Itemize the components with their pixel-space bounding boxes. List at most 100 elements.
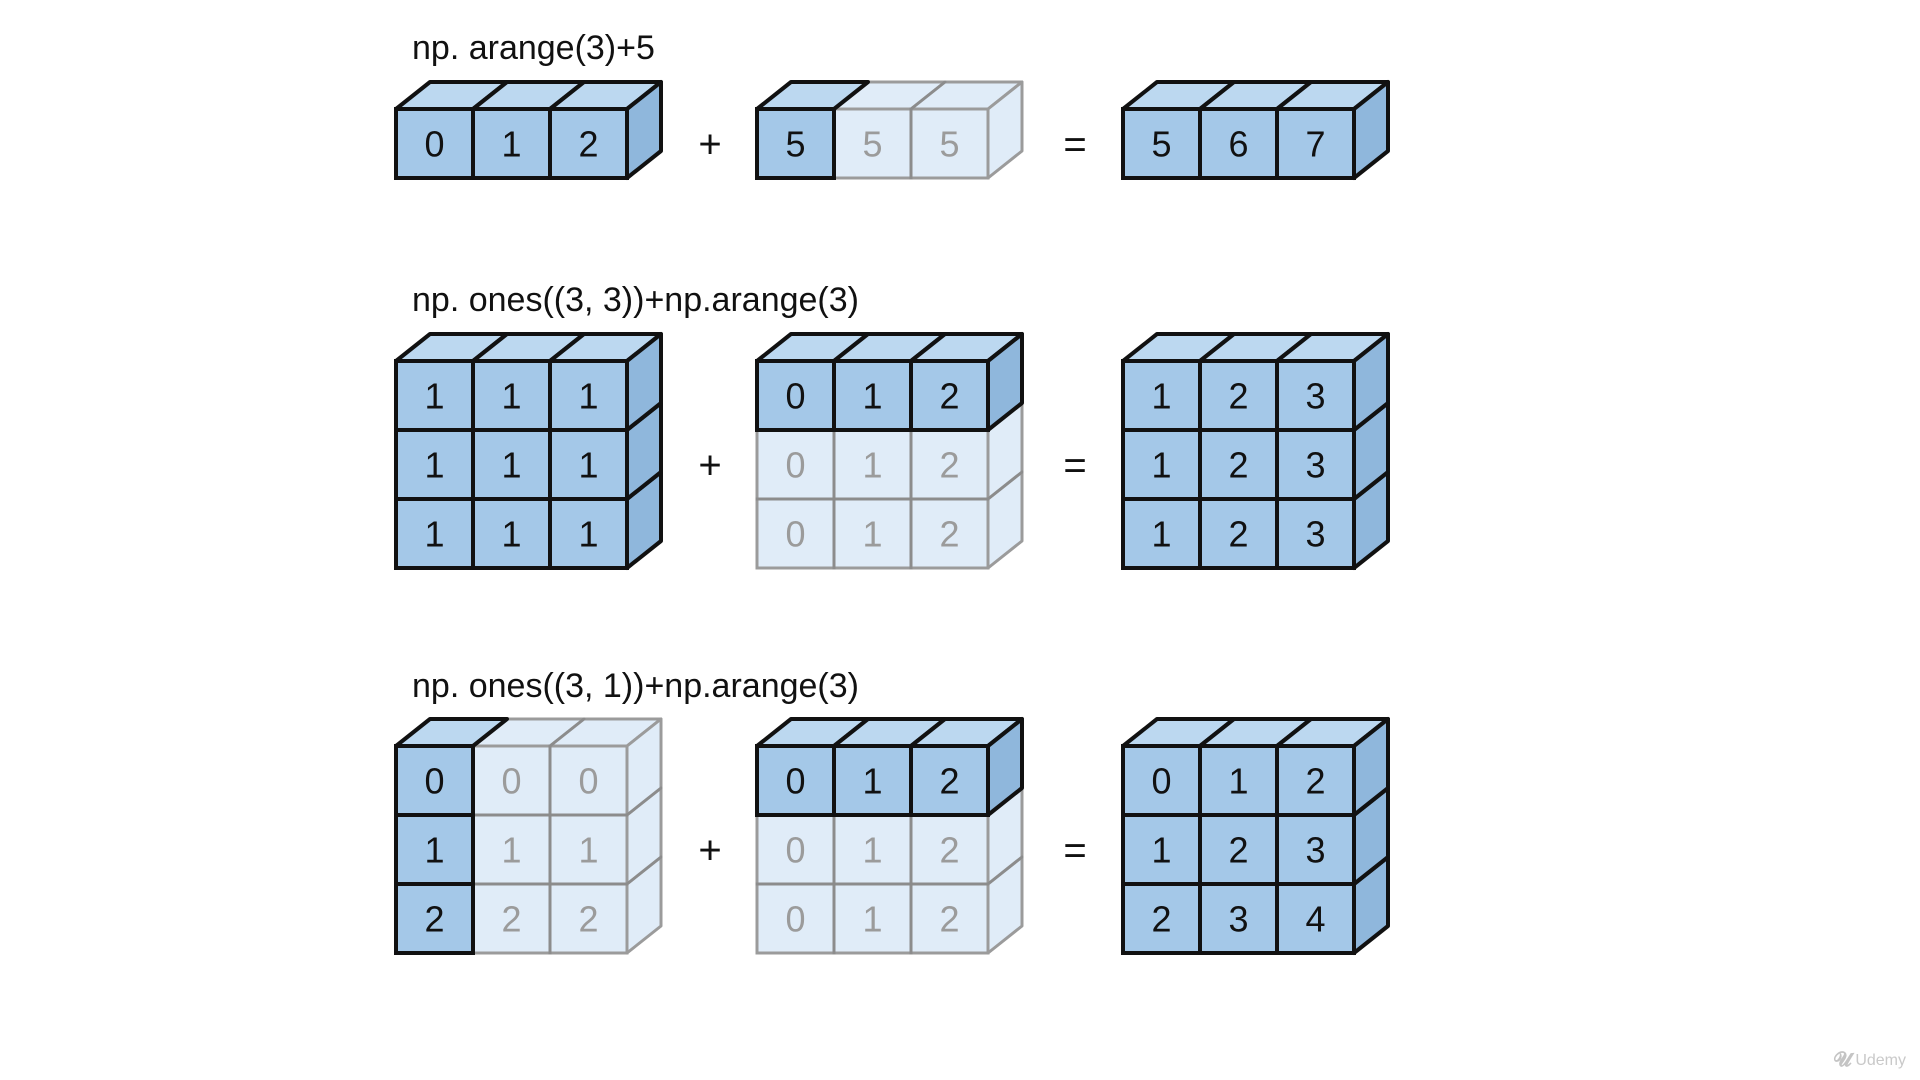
cell-value: 0 xyxy=(785,830,805,871)
cell-value: 0 xyxy=(424,761,444,802)
array-cell: 0 xyxy=(1121,717,1236,817)
cell-value: 1 xyxy=(501,830,521,871)
row-title: np. ones((3, 3))+np.arange(3) xyxy=(412,281,859,319)
cell-value: 4 xyxy=(1305,899,1325,940)
array-cell: 2 xyxy=(909,332,1024,432)
array-cell: 2 xyxy=(471,882,552,955)
array-cell: 1 xyxy=(832,813,913,886)
cell-value: 1 xyxy=(501,445,521,486)
cell-value: 0 xyxy=(1151,761,1171,802)
cell-value: 2 xyxy=(1228,445,1248,486)
cell-value: 1 xyxy=(424,376,444,417)
cell-value: 2 xyxy=(578,899,598,940)
array-cell: 5 xyxy=(755,80,870,180)
array-cell: 0 xyxy=(755,882,836,955)
cell-value: 3 xyxy=(1305,376,1325,417)
cell-value: 1 xyxy=(862,830,882,871)
cell-value: 5 xyxy=(862,124,882,165)
cell-value: 5 xyxy=(1151,124,1171,165)
cell-value: 2 xyxy=(501,899,521,940)
array-cell: 3 xyxy=(1275,401,1390,501)
array-cell: 1 xyxy=(832,497,913,570)
array-cell: 0 xyxy=(755,497,836,570)
cell-value: 0 xyxy=(501,761,521,802)
cell-value: 2 xyxy=(939,376,959,417)
cell-value: 1 xyxy=(1151,830,1171,871)
cell-value: 0 xyxy=(785,514,805,555)
cell-value: 1 xyxy=(862,445,882,486)
cell-value: 0 xyxy=(424,124,444,165)
array-cell: 2 xyxy=(909,786,1024,886)
cell-value: 1 xyxy=(578,514,598,555)
array-cell: 1 xyxy=(471,428,552,501)
array-cell: 2 xyxy=(1121,882,1202,955)
array-cell: 2 xyxy=(548,80,663,180)
array-cell: 5 xyxy=(909,80,1024,180)
cell-value: 1 xyxy=(501,514,521,555)
array-cell: 1 xyxy=(1121,497,1202,570)
cell-value: 2 xyxy=(424,899,444,940)
udemy-logo-icon: 𝓤 xyxy=(1833,1049,1852,1071)
cell-value: 2 xyxy=(939,899,959,940)
cell-value: 1 xyxy=(501,376,521,417)
array-cell: 1 xyxy=(548,470,663,570)
cell-value: 2 xyxy=(1151,899,1171,940)
row-title: np. ones((3, 1))+np.arange(3) xyxy=(412,667,859,705)
cell-value: 1 xyxy=(862,376,882,417)
cell-value: 0 xyxy=(785,376,805,417)
cell-value: 3 xyxy=(1305,445,1325,486)
operand-array-3: 5 6 7 xyxy=(1121,80,1390,180)
array-cell: 2 xyxy=(1198,497,1279,570)
array-cell: 0 xyxy=(755,717,870,817)
array-cell: 0 xyxy=(755,332,870,432)
cell-value: 3 xyxy=(1228,899,1248,940)
array-cell: 2 xyxy=(394,882,475,955)
row-title: np. arange(3)+5 xyxy=(412,29,655,67)
cell-value: 0 xyxy=(785,761,805,802)
cell-value: 3 xyxy=(1305,514,1325,555)
array-cell: 3 xyxy=(1198,882,1279,955)
plus-operator: + xyxy=(698,123,721,167)
array-cell: 1 xyxy=(1121,813,1202,886)
cell-value: 2 xyxy=(1228,514,1248,555)
array-cell: 1 xyxy=(548,332,663,432)
cell-value: 0 xyxy=(785,445,805,486)
cell-value: 7 xyxy=(1305,124,1325,165)
cell-value: 2 xyxy=(939,830,959,871)
cell-value: 2 xyxy=(939,514,959,555)
cell-value: 0 xyxy=(578,761,598,802)
cell-value: 1 xyxy=(501,124,521,165)
array-cell: 3 xyxy=(1275,786,1390,886)
array-cell: 1 xyxy=(394,813,475,886)
equals-operator: = xyxy=(1063,444,1086,488)
array-cell: 1 xyxy=(471,497,552,570)
array-cell: 1 xyxy=(1198,717,1313,817)
cell-value: 6 xyxy=(1228,124,1248,165)
array-cell: 3 xyxy=(1275,332,1390,432)
array-cell: 2 xyxy=(1198,428,1279,501)
cell-value: 1 xyxy=(862,761,882,802)
cell-value: 2 xyxy=(578,124,598,165)
array-cell: 7 xyxy=(1275,80,1390,180)
watermark-text: Udemy xyxy=(1855,1051,1906,1069)
plus-operator: + xyxy=(698,444,721,488)
cell-value: 1 xyxy=(578,445,598,486)
cell-value: 1 xyxy=(424,830,444,871)
cell-value: 3 xyxy=(1305,830,1325,871)
plus-operator: + xyxy=(698,829,721,873)
cell-value: 1 xyxy=(862,514,882,555)
cell-value: 2 xyxy=(939,445,959,486)
array-cell: 2 xyxy=(909,717,1024,817)
cell-value: 2 xyxy=(1228,830,1248,871)
cell-value: 1 xyxy=(1151,445,1171,486)
cell-value: 1 xyxy=(424,514,444,555)
array-cell: 2 xyxy=(909,401,1024,501)
